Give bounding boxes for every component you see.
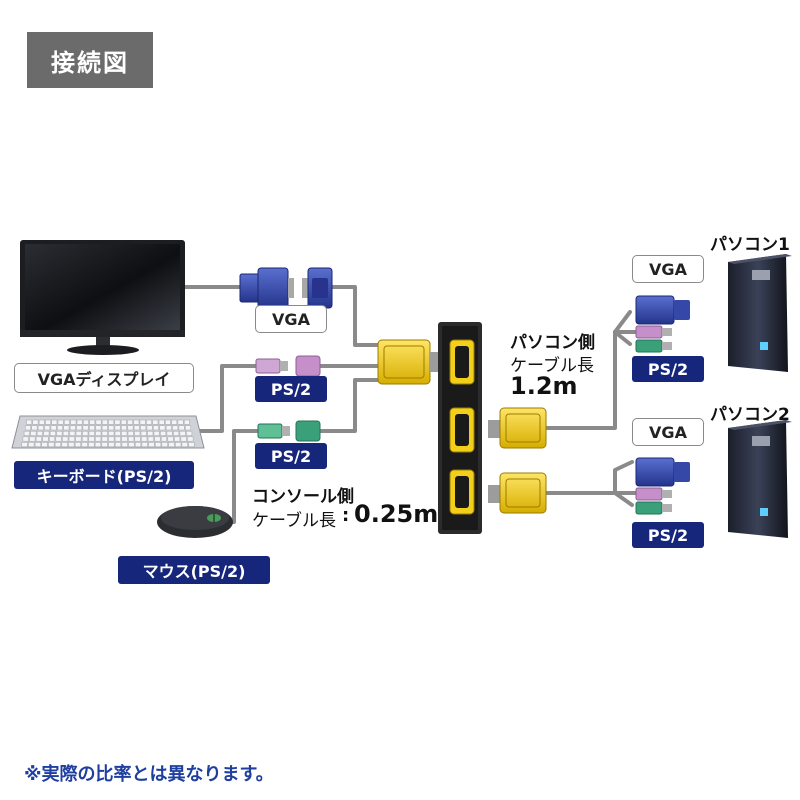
pc1-label: パソコン1: [710, 235, 790, 255]
ps2-purple-label: PS/2: [255, 376, 327, 402]
pc2-tower-icon: [728, 420, 792, 538]
keyboard-label: キーボード(PS/2): [14, 461, 194, 489]
pc2-cable-split2: [613, 491, 634, 507]
pc1-cable-connector-icon: [488, 407, 547, 449]
mouse-label: マウス(PS/2): [118, 556, 270, 584]
console-cable-side-label: コンソール側: [252, 487, 354, 507]
pc1-vga-connector-icon: [635, 295, 690, 325]
pc1-ps2-label: PS/2: [632, 356, 704, 382]
pc2-vga-connector-icon: [635, 457, 690, 487]
cables: [181, 285, 638, 524]
console-vga-cable: [328, 285, 380, 347]
pc2-vga-label: VGA: [632, 418, 704, 446]
ps2-purple-connector-icon: [255, 355, 321, 377]
vga-label: VGA: [255, 305, 327, 333]
pc1-cable: [543, 310, 632, 430]
keyboard-icon: [11, 415, 205, 449]
console-ps2-cable-2: [318, 378, 380, 433]
page-title: 接続図: [27, 32, 153, 88]
scale-note: ※実際の比率とは異なります。: [24, 764, 274, 785]
keyboard-cable: [194, 364, 258, 433]
pc1-ps2-connectors-icon: [635, 325, 672, 353]
ps2-green-connector-icon: [257, 420, 321, 442]
console-cable-length-value: 0.25m: [354, 500, 439, 528]
monitor-icon: [20, 240, 185, 355]
vga-connector-pair-icon: [239, 267, 333, 309]
mouse-icon: [157, 506, 233, 538]
pc1-vga-label: VGA: [632, 255, 704, 283]
pc2-cable-connector-icon: [488, 472, 547, 514]
pc-cable-length-label: ケーブル長: [510, 356, 594, 376]
kvm-switch-icon: [438, 322, 482, 534]
pc1-cable-split2: [613, 330, 632, 346]
pc-cable-side-label: パソコン側: [510, 333, 595, 353]
monitor-label: VGAディスプレイ: [14, 363, 194, 393]
pc1-tower-icon: [728, 254, 792, 372]
pc2-ps2-label: PS/2: [632, 522, 704, 548]
pc2-ps2-connectors-icon: [635, 487, 672, 515]
pc2-cable: [543, 460, 634, 495]
pc-cable-length-value: 1.2m: [510, 372, 578, 400]
console-cable-separator: :: [342, 505, 350, 526]
pc2-label: パソコン2: [710, 405, 790, 425]
console-cable-length-label: ケーブル長: [252, 511, 336, 531]
ps2-green-label: PS/2: [255, 443, 327, 469]
console-cable-connector-icon: [377, 339, 438, 385]
